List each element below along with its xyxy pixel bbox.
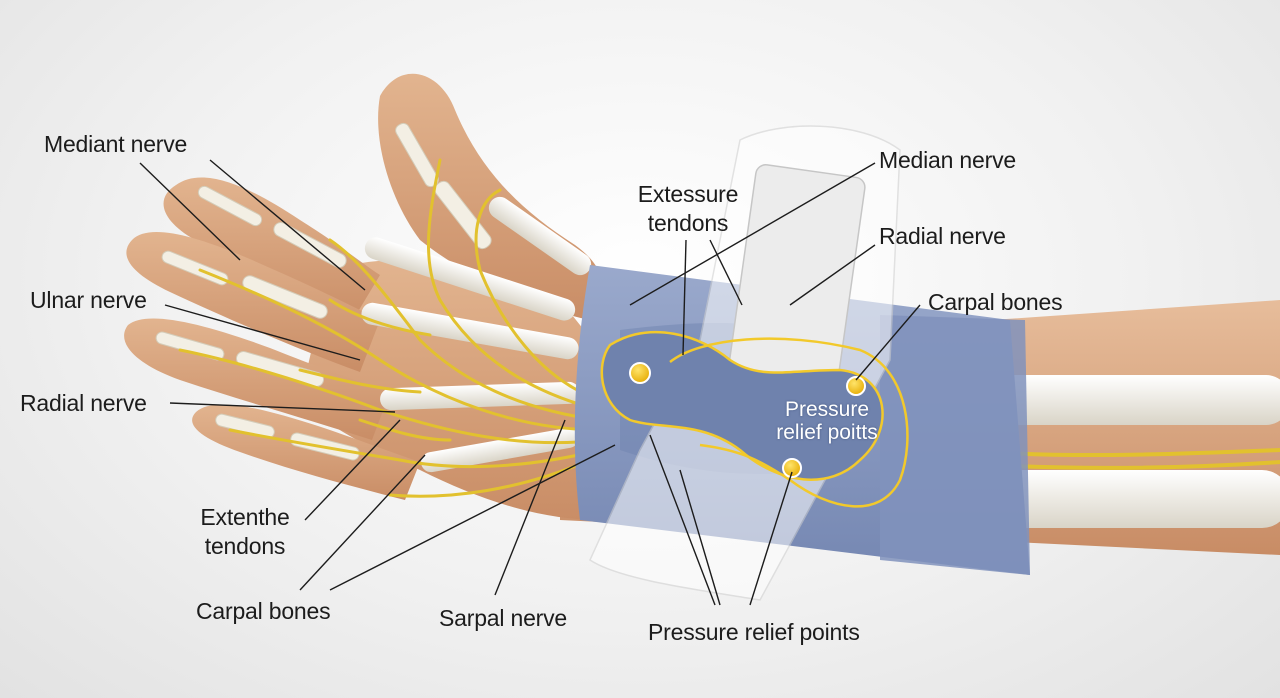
- relief-outline: [669, 337, 909, 508]
- label-carpal-bones-right: Carpal bones: [928, 289, 1063, 315]
- index-finger: [163, 177, 380, 325]
- brace-right-flap: [880, 315, 1030, 575]
- label-pressure-relief-points: Pressure relief points: [648, 619, 860, 645]
- pressure-point-left: [629, 362, 651, 384]
- label-extessure-tendons: Extessure tendons: [628, 180, 748, 238]
- label-radial-nerve-left: Radial nerve: [20, 390, 147, 416]
- label-extessure-line2: tendons: [647, 210, 729, 236]
- radius-bone: [960, 375, 1280, 425]
- label-extenthe-line2: tendons: [204, 533, 286, 559]
- label-mediant-nerve: Mediant nerve: [44, 131, 188, 157]
- pressure-point-right: [846, 376, 866, 396]
- label-sarpal-nerve: Sarpal nerve: [439, 605, 568, 631]
- overlay-pressure-relief: Pressure relief poitts: [762, 398, 892, 444]
- label-carpal-bones-bottom: Carpal bones: [196, 598, 331, 624]
- label-extenthe-line1: Extenthe: [200, 504, 290, 530]
- ulna-bone: [960, 470, 1280, 528]
- pressure-pad: [600, 330, 884, 481]
- pressure-point-bottom: [782, 458, 802, 478]
- overlay-pressure-line2: relief poitts: [776, 421, 878, 444]
- label-radial-nerve-right: Radial nerve: [879, 223, 1006, 249]
- leader-lines: [139, 159, 921, 606]
- label-extenthe-tendons: Extenthe tendons: [190, 503, 300, 561]
- label-extessure-line1: Extessure: [637, 181, 739, 207]
- label-median-nerve: Median nerve: [879, 147, 1016, 173]
- overlay-pressure-line1: Pressure: [784, 398, 870, 421]
- label-ulnar-nerve: Ulnar nerve: [30, 287, 147, 313]
- hand-nerves: [178, 158, 602, 498]
